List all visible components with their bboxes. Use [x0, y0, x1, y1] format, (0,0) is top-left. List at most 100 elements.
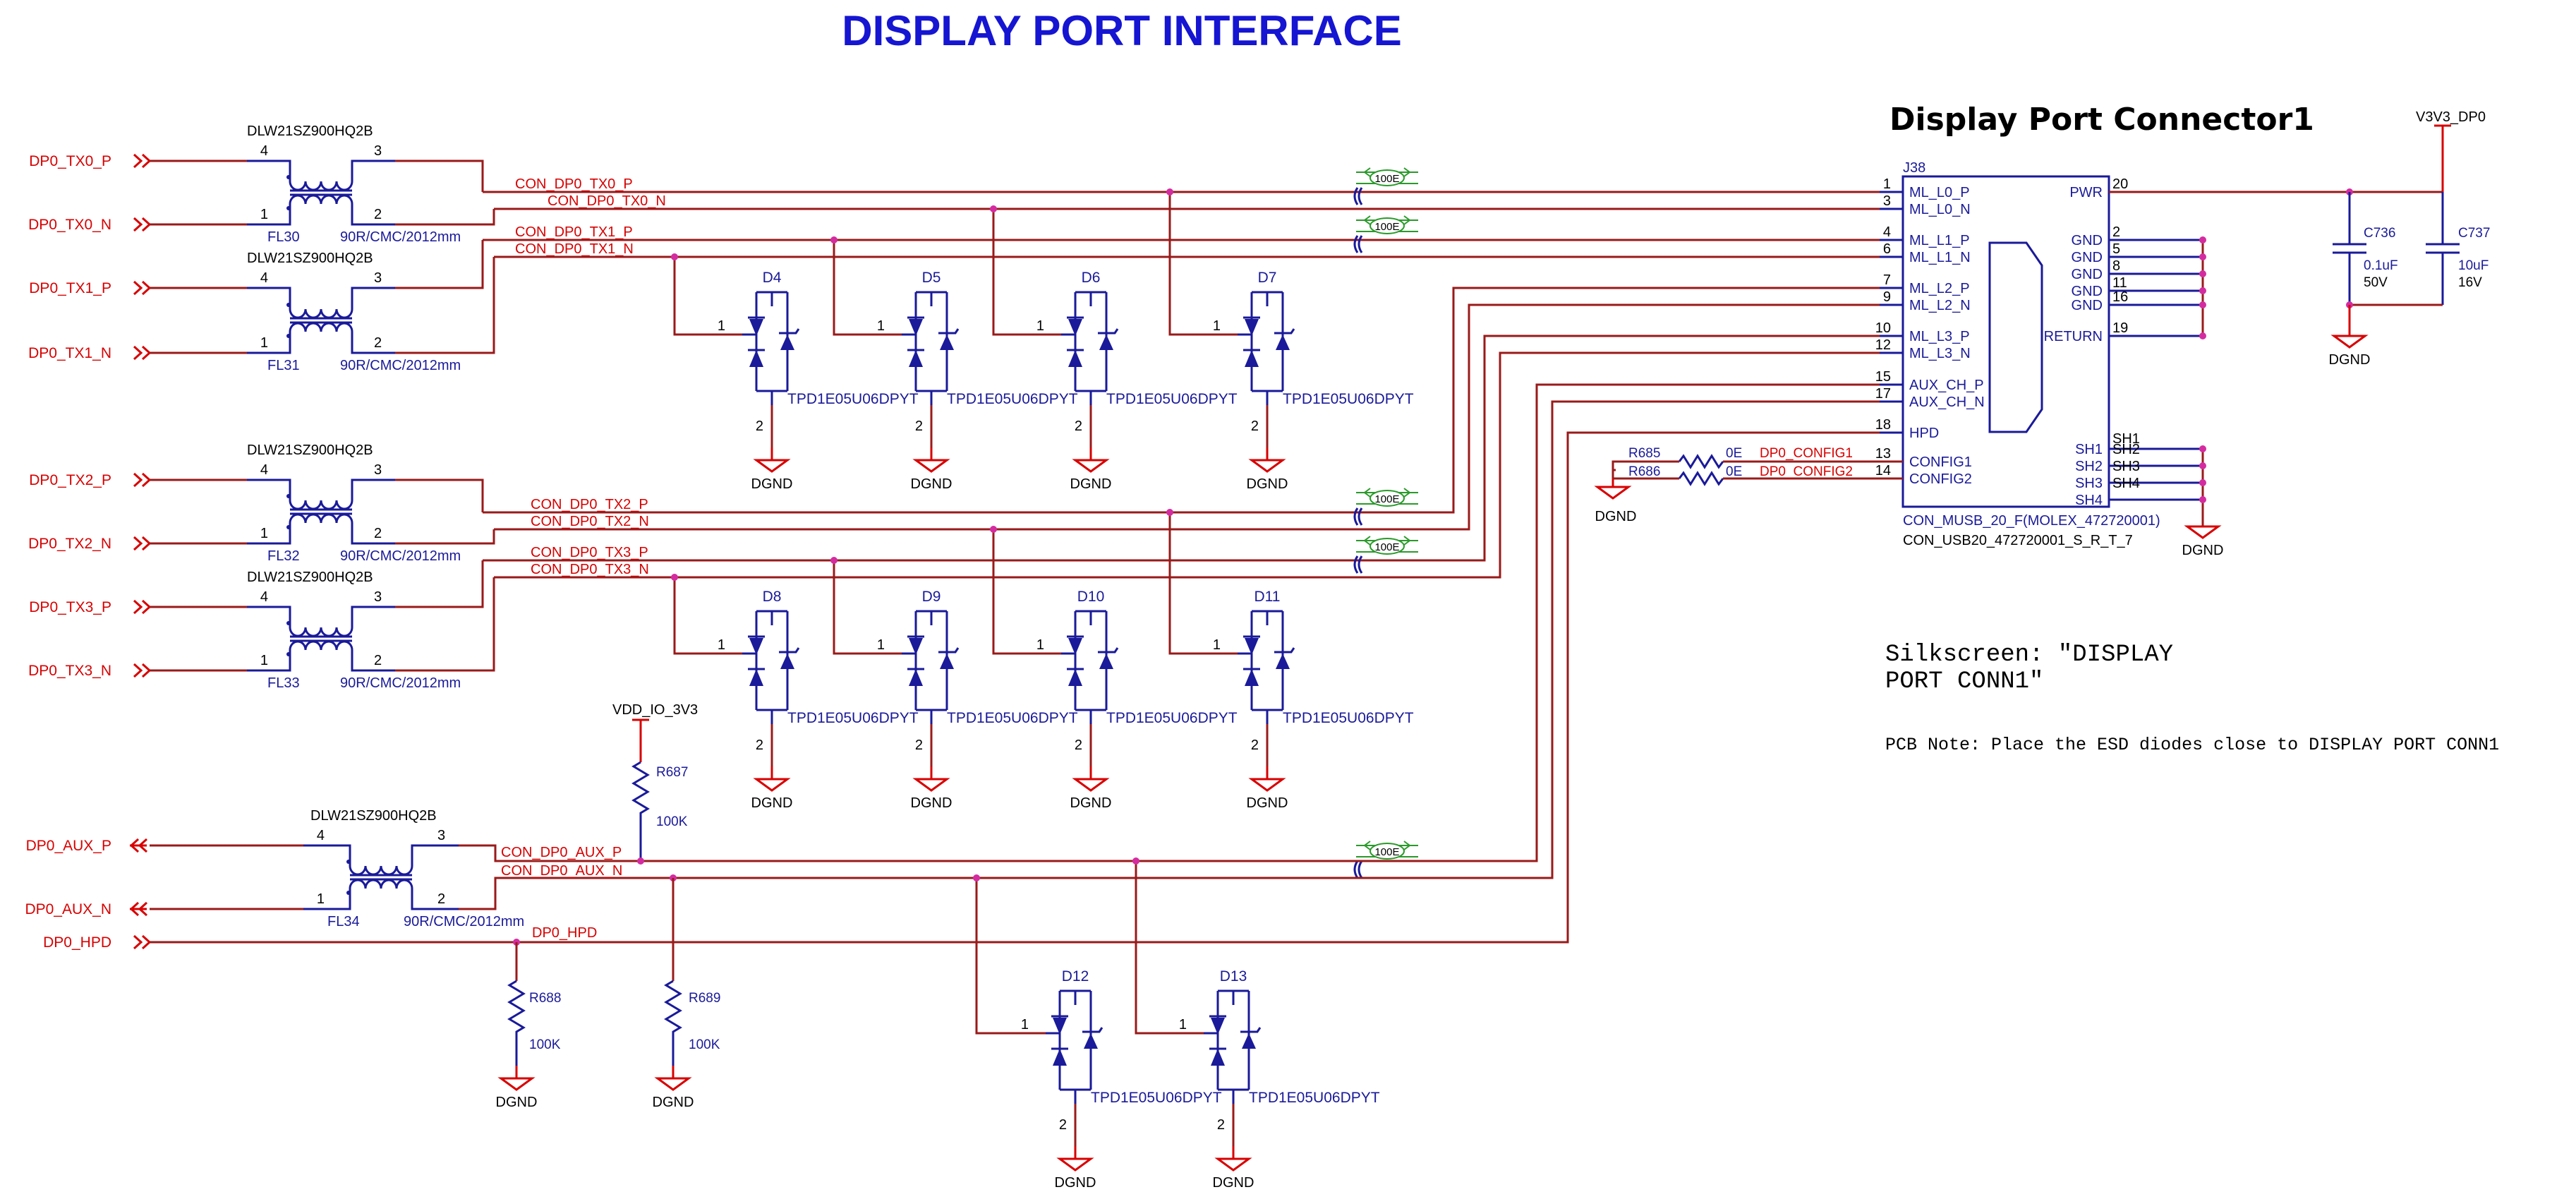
- r687-ref: R687: [656, 765, 688, 780]
- pin-number: 4: [260, 270, 268, 286]
- wire: [150, 159, 247, 226]
- pin-number: 1: [1883, 176, 1891, 192]
- tvs-diode-icon: [779, 647, 800, 654]
- ground-label: DGND: [1070, 476, 1112, 492]
- resistor-r687-icon: [631, 761, 650, 861]
- wire: [459, 400, 1880, 910]
- junction: [2199, 301, 2206, 308]
- pin-name: AUX_CH_N: [1909, 395, 1985, 410]
- esd-diode-icon: [748, 316, 765, 351]
- diff-pair-icon: [1353, 235, 1363, 253]
- c736-value: 0.1uF: [2364, 258, 2398, 273]
- rail-v3v3-icon: [2434, 124, 2451, 192]
- esd-diode-icon: [907, 635, 924, 670]
- pin-name: ML_L0_P: [1909, 185, 1970, 200]
- connector-part: CON_MUSB_20_F(MOLEX_472720001): [1903, 513, 2160, 529]
- diode-part: TPD1E05U06DPYT: [1283, 391, 1414, 407]
- pin-name: ML_L1_P: [1909, 233, 1970, 248]
- config2-net: DP0_CONFIG2: [1760, 464, 1853, 479]
- ground-icon: [1056, 1146, 1094, 1172]
- r689-value: 100K: [689, 1037, 720, 1052]
- pin-number: 14: [1875, 463, 1891, 478]
- tvs-diode-icon: [1274, 647, 1295, 654]
- filter-value: 90R/CMC/2012mm: [340, 548, 461, 564]
- junction: [990, 205, 997, 212]
- r688-ref: R688: [529, 991, 561, 1006]
- pin-number: 3: [374, 143, 382, 159]
- pin-number: 2: [374, 653, 382, 668]
- filter-ref: FL33: [267, 675, 300, 691]
- filter-ref: FL34: [327, 914, 360, 929]
- pin-name: GND: [2072, 233, 2103, 248]
- resistor-r688-icon: [507, 980, 526, 1066]
- wire: [1168, 512, 1238, 655]
- filter-value: 90R/CMC/2012mm: [340, 675, 461, 691]
- junction: [1166, 188, 1173, 195]
- pin-name: AUX_CH_P: [1909, 378, 1984, 393]
- port-arrow-icon: [133, 153, 152, 169]
- tvs-diode-icon: [1098, 647, 1119, 654]
- diode-part: TPD1E05U06DPYT: [1283, 710, 1414, 726]
- pin-number: 5: [2112, 241, 2120, 257]
- filter-part: DLW21SZ900HQ2B: [247, 124, 373, 139]
- filter-ref: FL31: [267, 358, 300, 373]
- esd-diode-icon: [1067, 316, 1084, 351]
- pin-number: 1: [260, 526, 268, 541]
- junction: [990, 526, 997, 533]
- esd-diode-icon: [1209, 1015, 1226, 1050]
- diode-ref: D12: [1062, 968, 1089, 985]
- pin-number: 2: [1251, 738, 1259, 753]
- ground-label: DGND: [751, 795, 793, 811]
- impedance-label: 100E: [1374, 221, 1399, 233]
- r689-ref: R689: [689, 991, 720, 1006]
- rail-vddio-icon: [632, 718, 649, 762]
- net-tx1p: CON_DP0_TX1_P: [515, 224, 633, 240]
- wire: [150, 431, 1880, 944]
- pin-name: SH2: [2075, 459, 2103, 474]
- ground-icon: [1214, 1146, 1252, 1172]
- pin-name: SH3: [2075, 476, 2103, 491]
- port-arrow-icon: [133, 345, 152, 361]
- esd-diode-icon: [1243, 635, 1260, 670]
- ground-icon: [1072, 447, 1110, 473]
- page-title: DISPLAY PORT INTERFACE: [842, 7, 1401, 54]
- input-tx2n: DP0_TX2_N: [28, 536, 111, 552]
- resistor-r689-icon: [664, 980, 682, 1066]
- polarity-dot: [286, 303, 291, 307]
- r685-value: 0E: [1726, 446, 1742, 461]
- filter-part: DLW21SZ900HQ2B: [247, 251, 373, 266]
- r685-ref: R685: [1628, 446, 1660, 461]
- tvs-diode-icon: [938, 328, 960, 335]
- diff-pair-icon: [1353, 555, 1363, 574]
- impedance-marker-icon: [1369, 490, 1405, 507]
- tvs-diode-icon: [1099, 654, 1113, 669]
- pin-number: 1: [1213, 318, 1221, 334]
- polarity-dot: [286, 334, 291, 338]
- tvs-diode-icon: [940, 654, 954, 669]
- pin-number: 4: [1883, 224, 1891, 240]
- port-arrow-icon: [133, 934, 152, 950]
- input-tx0n: DP0_TX0_N: [28, 217, 111, 233]
- junction: [2199, 332, 2206, 339]
- pin-name: ML_L1_N: [1909, 250, 1971, 265]
- ground-icon: [1248, 766, 1286, 792]
- ground-icon: [2184, 525, 2222, 539]
- ground-icon: [753, 447, 791, 473]
- ground-icon: [912, 447, 950, 473]
- junction: [2199, 270, 2206, 277]
- pin-number: 3: [437, 828, 445, 843]
- diode-ref: D6: [1082, 270, 1101, 286]
- pin-number: 1: [877, 637, 885, 653]
- pin-name: GND: [2072, 250, 2103, 265]
- pin-number: 1: [260, 653, 268, 668]
- pin-number: 4: [317, 828, 325, 843]
- polarity-dot: [286, 175, 291, 179]
- pin-number: 1: [1036, 637, 1044, 653]
- pin-number: 1: [718, 637, 725, 653]
- esd-diode-icon: [1068, 638, 1082, 686]
- tvs-diode-icon: [1084, 1033, 1098, 1049]
- junction: [830, 236, 837, 243]
- diode-part: TPD1E05U06DPYT: [787, 391, 919, 407]
- net-auxp: CON_DP0_AUX_P: [501, 845, 622, 860]
- wire: [1168, 192, 1238, 336]
